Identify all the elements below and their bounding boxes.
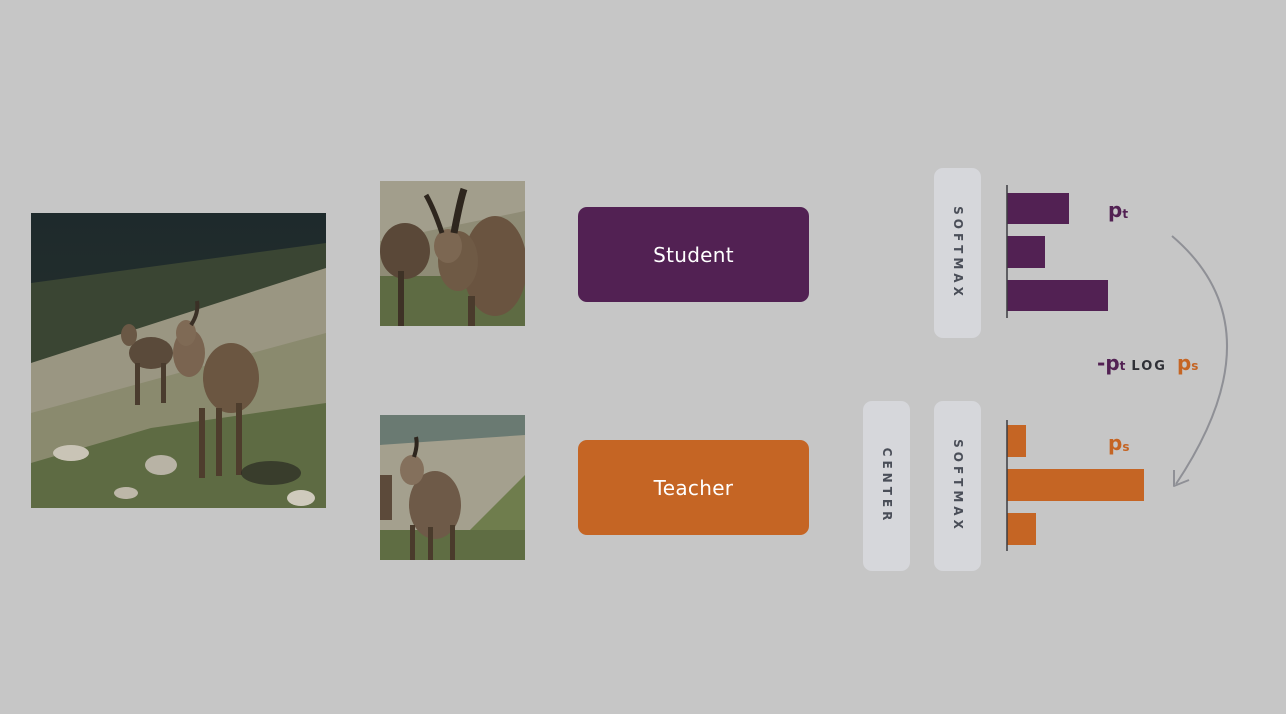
- teacher-crop-image: [380, 415, 525, 560]
- teacher-center-label: CENTER: [879, 447, 894, 525]
- loss-arrow: [1171, 235, 1228, 487]
- student-softmax-box: SOFTMAX: [934, 168, 981, 338]
- loss-pt-sub: t: [1119, 359, 1126, 373]
- teacher-network-box: Teacher: [578, 440, 809, 535]
- teacher-output-label: ps: [1108, 431, 1129, 455]
- student-softmax-label: SOFTMAX: [950, 206, 965, 300]
- student-network-box: Student: [578, 207, 809, 302]
- teacher-bar-2: [1007, 469, 1144, 501]
- teacher-output-p: p: [1108, 431, 1123, 455]
- loss-ps-p: p: [1176, 351, 1192, 375]
- loss-formula: - p t LOG p s: [1097, 351, 1198, 375]
- student-distribution-chart: [1006, 185, 1108, 318]
- student-bar-2: [1007, 236, 1045, 268]
- original-image: [31, 213, 326, 508]
- student-label: Student: [653, 242, 734, 267]
- student-output-sub: t: [1122, 207, 1129, 221]
- teacher-label: Teacher: [653, 475, 734, 500]
- teacher-bar-3: [1007, 513, 1036, 545]
- loss-minus: -: [1097, 351, 1106, 375]
- student-bar-1: [1007, 193, 1069, 224]
- loss-log: LOG: [1131, 359, 1167, 374]
- teacher-softmax-box: SOFTMAX: [934, 401, 981, 571]
- student-bar-3: [1007, 280, 1108, 311]
- student-crop-image: [380, 181, 525, 326]
- loss-pt-p: p: [1105, 351, 1120, 375]
- teacher-bar-1: [1007, 425, 1026, 457]
- teacher-softmax-label: SOFTMAX: [950, 439, 965, 533]
- teacher-center-box: CENTER: [863, 401, 910, 571]
- student-output-p: p: [1108, 198, 1123, 222]
- teacher-distribution-chart: [1006, 420, 1144, 551]
- loss-ps-sub: s: [1191, 359, 1199, 373]
- student-output-label: pt: [1108, 198, 1128, 222]
- teacher-output-sub: s: [1122, 440, 1130, 454]
